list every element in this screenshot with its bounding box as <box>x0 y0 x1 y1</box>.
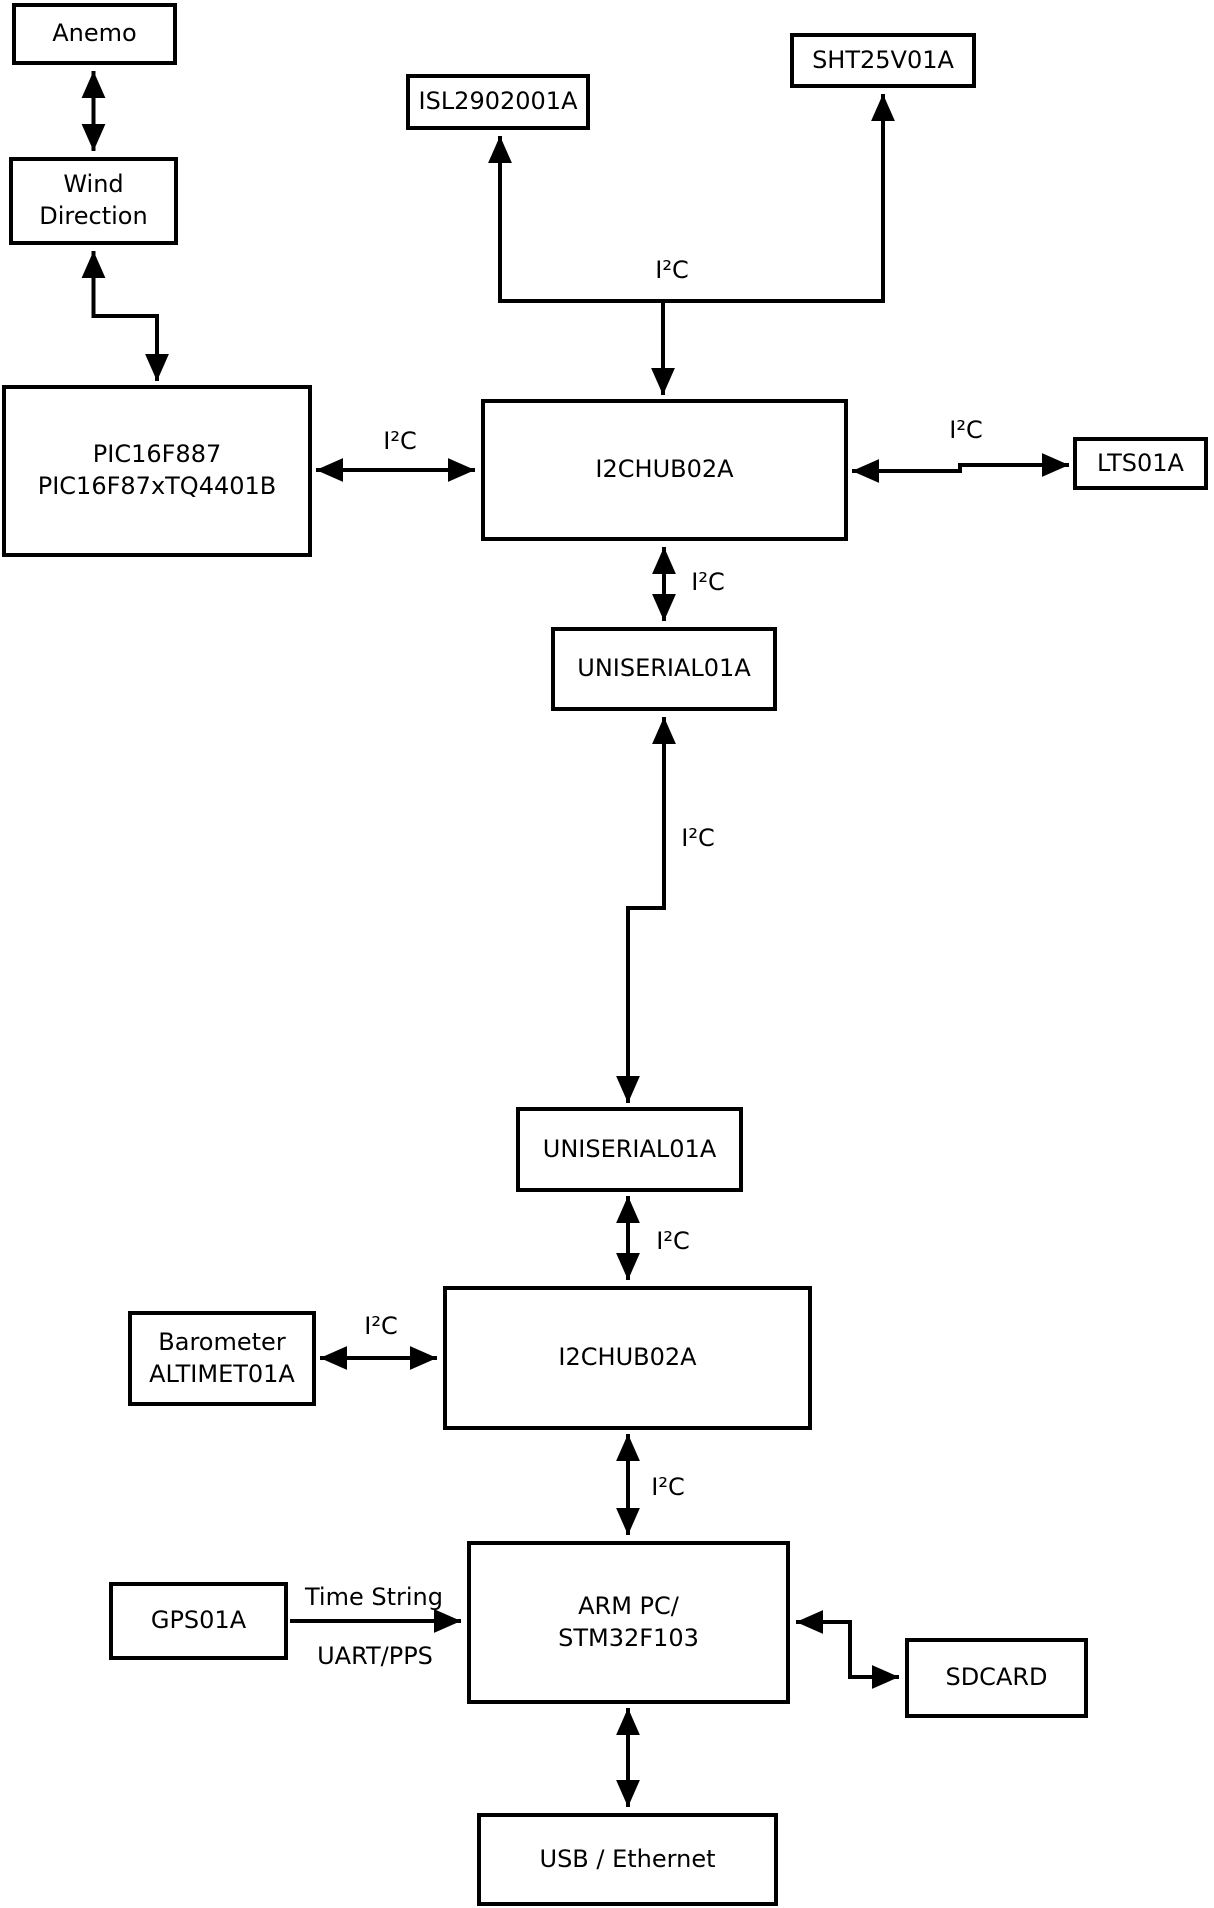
node-i2chub02a-upper: I2CHUB02A <box>481 399 848 541</box>
edge-arm-sdcard <box>796 1610 899 1689</box>
edge-uni1-uni2 <box>616 717 676 1103</box>
edge-hub1-lts <box>852 453 1069 483</box>
edge-label-uart-pps: UART/PPS <box>317 1642 433 1670</box>
node-wind-direction-line1: Wind <box>63 170 124 199</box>
node-anemo: Anemo <box>12 3 177 65</box>
node-wind-direction-line2: Direction <box>39 202 148 230</box>
edge-label-i2c-uni2-hub2: I²C <box>656 1227 690 1255</box>
node-lts01a-label: LTS01A <box>1097 448 1184 477</box>
edge-label-i2c-baro-hub2: I²C <box>364 1312 398 1340</box>
edge-trunk-isl-sht <box>488 94 895 303</box>
edge-label-i2c-hub1-uni1: I²C <box>691 568 725 596</box>
node-arm-pc-line1: ARM PC/ <box>578 1591 679 1620</box>
node-uniserial01a-upper: UNISERIAL01A <box>551 627 777 711</box>
node-arm-pc-line2: STM32F103 <box>558 1623 699 1652</box>
edge-label-i2c-hub1-lts: I²C <box>949 416 983 444</box>
edge-label-i2c-pic-hub1: I²C <box>383 427 417 455</box>
node-barometer-line2: ALTIMET01A <box>149 1359 295 1388</box>
node-uniserial01a-lower: UNISERIAL01A <box>516 1107 743 1192</box>
node-usb-ethernet: USB / Ethernet <box>477 1813 778 1906</box>
node-sht25v01a-label: SHT25V01A <box>812 45 954 74</box>
node-usb-ethernet-label: USB / Ethernet <box>539 1844 716 1873</box>
node-sht25v01a: SHT25V01A <box>790 33 976 88</box>
node-barometer-altimet01a: Barometer ALTIMET01A <box>128 1311 316 1406</box>
node-i2chub02a-lower: I2CHUB02A <box>443 1286 812 1430</box>
node-uniserial01a-upper-label: UNISERIAL01A <box>577 654 751 683</box>
edge-label-i2c-sensors-trunk: I²C <box>655 256 689 284</box>
edge-label-i2c-uni1-uni2: I²C <box>681 824 715 852</box>
edge-label-i2c-hub2-arm: I²C <box>651 1473 685 1501</box>
node-anemo-label: Anemo <box>52 19 137 48</box>
node-gps01a: GPS01A <box>109 1582 288 1660</box>
node-arm-pc-stm32f103: ARM PC/ STM32F103 <box>467 1541 790 1704</box>
node-gps01a-label: GPS01A <box>150 1606 247 1635</box>
node-wind-direction: Wind Direction <box>9 157 178 245</box>
node-pic16f887: PIC16F887 PIC16F87xTQ4401B <box>2 385 312 557</box>
node-lts01a: LTS01A <box>1073 437 1208 490</box>
node-pic16f887-line1: PIC16F887 <box>92 440 222 469</box>
edge-label-time-string: Time String <box>305 1583 443 1611</box>
node-barometer-line1: Barometer <box>158 1327 286 1356</box>
node-sdcard-label: SDCARD <box>945 1663 1048 1692</box>
node-pic16f887-line2: PIC16F87xTQ4401B <box>37 472 277 500</box>
node-uniserial01a-lower-label: UNISERIAL01A <box>542 1134 717 1163</box>
node-isl2902001a-label: ISL2902001A <box>418 87 578 116</box>
node-sdcard: SDCARD <box>905 1638 1088 1718</box>
edge-wind-pic <box>81 251 169 381</box>
node-isl2902001a: ISL2902001A <box>406 74 590 130</box>
node-i2chub02a-lower-label: I2CHUB02A <box>558 1343 697 1372</box>
node-i2chub02a-upper-label: I2CHUB02A <box>595 455 734 484</box>
